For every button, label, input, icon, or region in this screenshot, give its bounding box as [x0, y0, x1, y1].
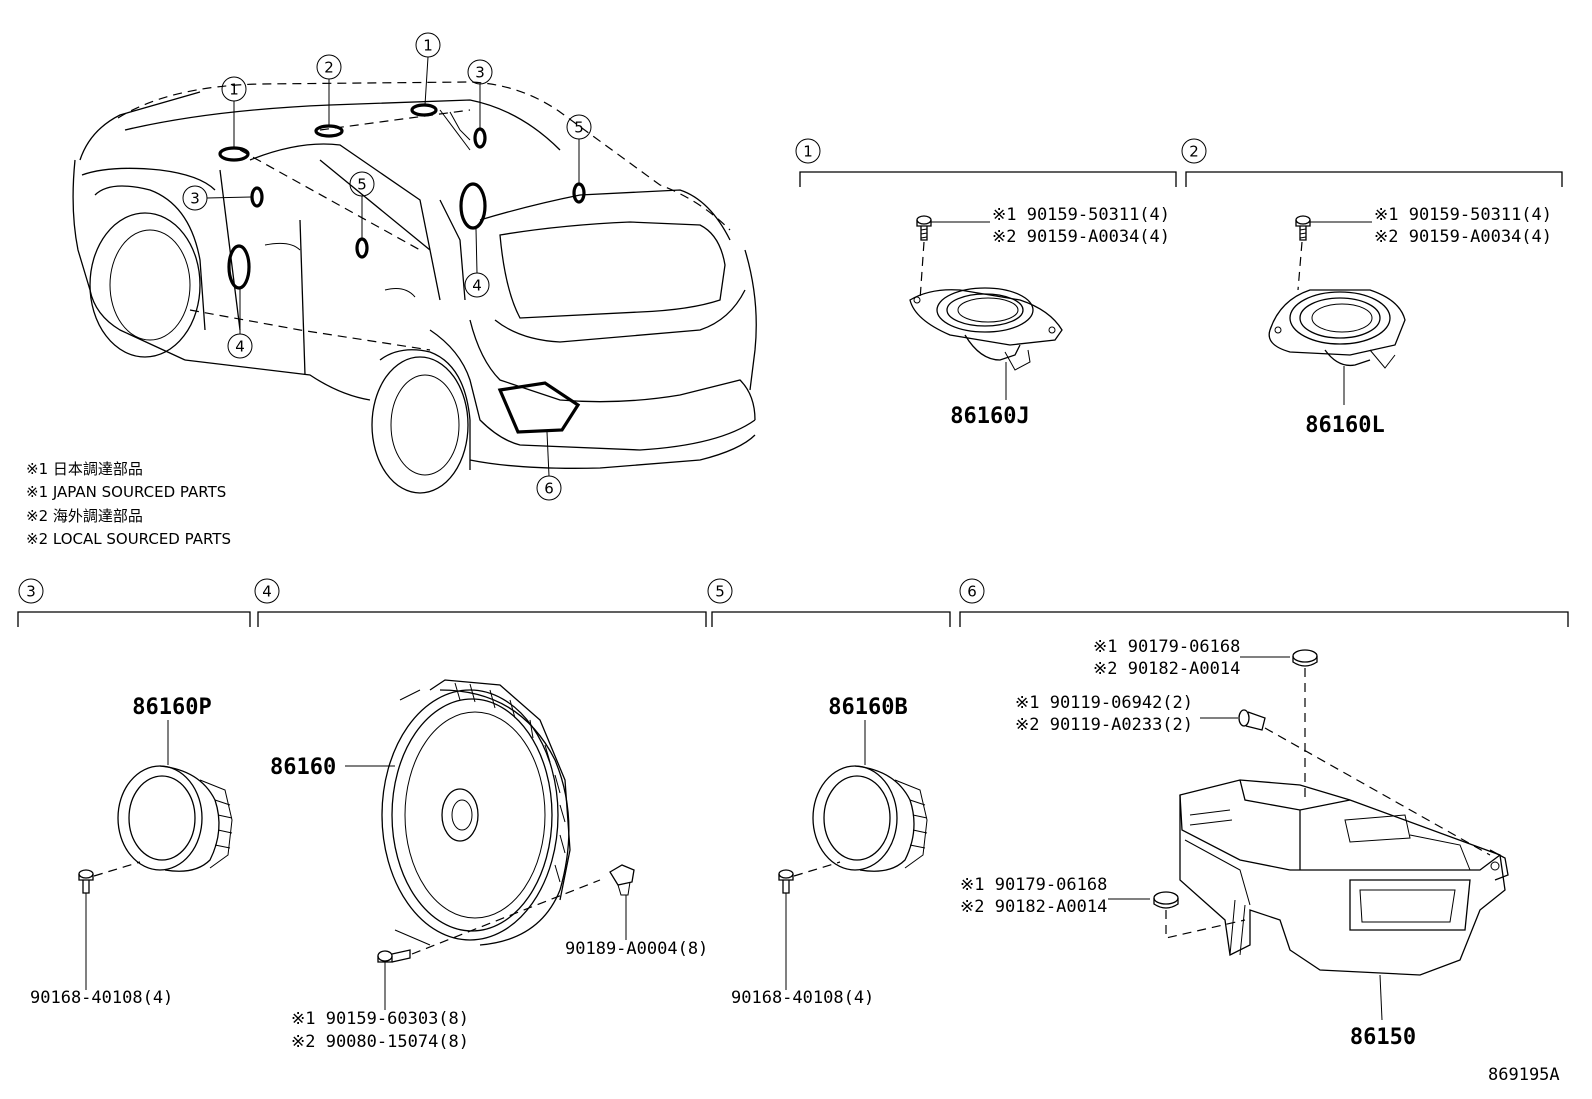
figure-id: 869195A: [1488, 1065, 1560, 1085]
svg-text:6: 6: [544, 480, 554, 498]
part-86160B: 86160B: [828, 695, 907, 720]
svg-text:1: 1: [803, 143, 813, 161]
svg-text:※1 90179-06168: ※1 90179-06168: [1093, 637, 1240, 657]
screw-icon: [78, 869, 94, 894]
marker-4-front: [227, 244, 251, 290]
screw-icon: [377, 949, 411, 963]
screw-icon: [1295, 215, 1311, 241]
mid-speaker: [812, 765, 928, 872]
part-86160L: 86160L: [1305, 413, 1384, 438]
note-1-jp: ※1 日本調達部品: [26, 460, 143, 478]
svg-text:※1 90119-06942(2): ※1 90119-06942(2): [1015, 693, 1193, 713]
svg-text:1: 1: [423, 37, 433, 55]
woofer-speaker: [381, 679, 571, 946]
svg-text:※2 90159-A0034(4): ※2 90159-A0034(4): [1374, 227, 1552, 247]
location-markers: [218, 103, 586, 434]
svg-text:※2 90182-A0014: ※2 90182-A0014: [960, 897, 1107, 917]
svg-text:※2 90119-A0233(2): ※2 90119-A0233(2): [1015, 715, 1193, 735]
svg-text:5: 5: [357, 176, 367, 194]
car-callouts: 1 2 1 3 3 5 5 4 4 6: [182, 32, 592, 501]
svg-text:※2 90159-A0034(4): ※2 90159-A0034(4): [992, 227, 1170, 247]
mid-speaker: [117, 765, 233, 872]
marker-5-door: [355, 237, 369, 259]
marker-3-front: [250, 186, 264, 208]
svg-text:90168-40108(4): 90168-40108(4): [731, 988, 874, 1008]
note-2-en: ※2 LOCAL SOURCED PARTS: [26, 530, 231, 548]
group-3: 3 86160P 90168-40108(4): [17, 578, 251, 1008]
svg-text:※1 90159-50311(4): ※1 90159-50311(4): [992, 205, 1170, 225]
bolt-icon: [1238, 709, 1266, 731]
marker-3-rear: [473, 127, 487, 149]
marker-5-rear: [572, 182, 586, 204]
svg-text:4: 4: [262, 583, 272, 601]
group-6: 6 ※1 90179-06168 ※2 90182-A0014 ※1 90119…: [959, 578, 1569, 1050]
clip-icon: [609, 864, 635, 896]
notes: ※1 日本調達部品 ※1 JAPAN SOURCED PARTS ※2 海外調達…: [26, 460, 231, 548]
nut-icon: [1292, 649, 1318, 667]
tweeter-speaker: [1268, 289, 1406, 369]
screw-icon: [778, 869, 794, 894]
svg-text:※2 90182-A0014: ※2 90182-A0014: [1093, 659, 1240, 679]
svg-text:5: 5: [715, 583, 725, 601]
note-2-jp: ※2 海外調達部品: [26, 507, 143, 525]
svg-text:5: 5: [574, 119, 584, 137]
part-86160: 86160: [270, 755, 336, 780]
svg-text:90189-A0004(8): 90189-A0004(8): [565, 939, 708, 959]
marker-1-rear: [410, 103, 438, 117]
marker-1-front: [218, 146, 250, 162]
tweeter-speaker: [909, 287, 1063, 371]
nut-icon: [1153, 891, 1179, 909]
svg-text:※1 90159-60303(8): ※1 90159-60303(8): [291, 1009, 469, 1029]
svg-text:3: 3: [26, 583, 36, 601]
group-4: 4 86160 90189-A0004(8) ※1 9015: [254, 578, 708, 1052]
vehicle-illustration: [72, 81, 757, 494]
svg-text:6: 6: [967, 583, 977, 601]
svg-text:※2 90080-15074(8): ※2 90080-15074(8): [291, 1032, 469, 1052]
marker-2: [314, 124, 344, 138]
part-86160J: 86160J: [950, 404, 1029, 429]
part-86150: 86150: [1350, 1025, 1416, 1050]
svg-text:4: 4: [235, 338, 245, 356]
svg-text:※1 90179-06168: ※1 90179-06168: [960, 875, 1107, 895]
svg-text:※1 90159-50311(4): ※1 90159-50311(4): [1374, 205, 1552, 225]
marker-4-rear: [459, 182, 487, 230]
group-5: 5 86160B 90168-40108(4): [707, 578, 951, 1008]
svg-text:1: 1: [229, 81, 239, 99]
group-2: 2 ※1 90159-50311(4) ※2 90159-A0034(4) 86…: [1181, 138, 1563, 438]
marker-6-amplifier: [497, 381, 581, 434]
svg-text:90168-40108(4): 90168-40108(4): [30, 988, 173, 1008]
svg-text:3: 3: [475, 64, 485, 82]
svg-text:2: 2: [324, 59, 334, 77]
svg-text:2: 2: [1189, 143, 1199, 161]
svg-text:4: 4: [472, 277, 482, 295]
screw-icon: [916, 215, 932, 241]
note-1-en: ※1 JAPAN SOURCED PARTS: [26, 483, 226, 501]
amplifier-unit: [1179, 779, 1509, 976]
part-86160P: 86160P: [132, 695, 211, 720]
svg-text:3: 3: [190, 190, 200, 208]
group-1: 1 ※1 90159-50311(4) ※2 90159-A0034(4) 86…: [795, 138, 1177, 429]
